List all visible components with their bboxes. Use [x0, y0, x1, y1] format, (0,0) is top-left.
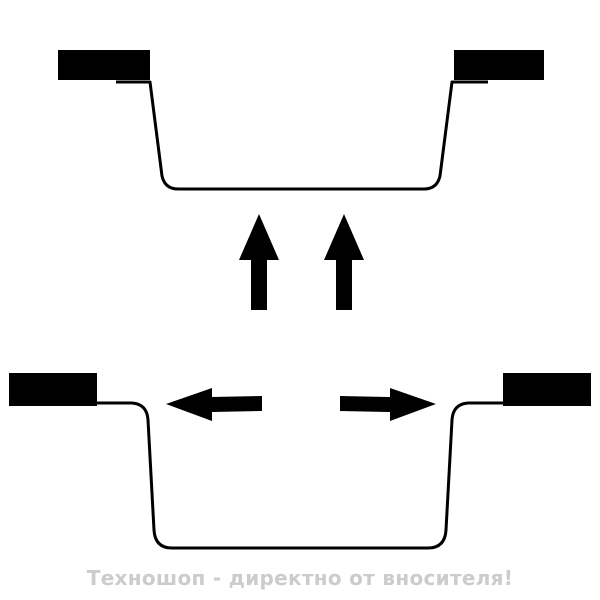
countertop-left-top	[58, 50, 150, 80]
countertop-left-bottom	[9, 373, 97, 406]
countertop-right-bottom	[503, 373, 591, 406]
arrow-right-icon	[340, 388, 436, 421]
sink-flat-assembly	[9, 373, 591, 550]
arrows-outward-group	[166, 388, 436, 421]
arrows-up-group	[239, 214, 364, 310]
arrow-left-icon	[166, 388, 262, 421]
arrow-up-icon	[324, 214, 364, 310]
sink-installed-assembly	[58, 50, 544, 191]
sink-basin-top	[116, 80, 488, 191]
watermark-text: Техношоп - директно от вносителя!	[86, 566, 514, 590]
arrow-up-icon	[239, 214, 279, 310]
countertop-right-top	[454, 50, 544, 80]
sink-basin-bottom	[97, 401, 503, 550]
